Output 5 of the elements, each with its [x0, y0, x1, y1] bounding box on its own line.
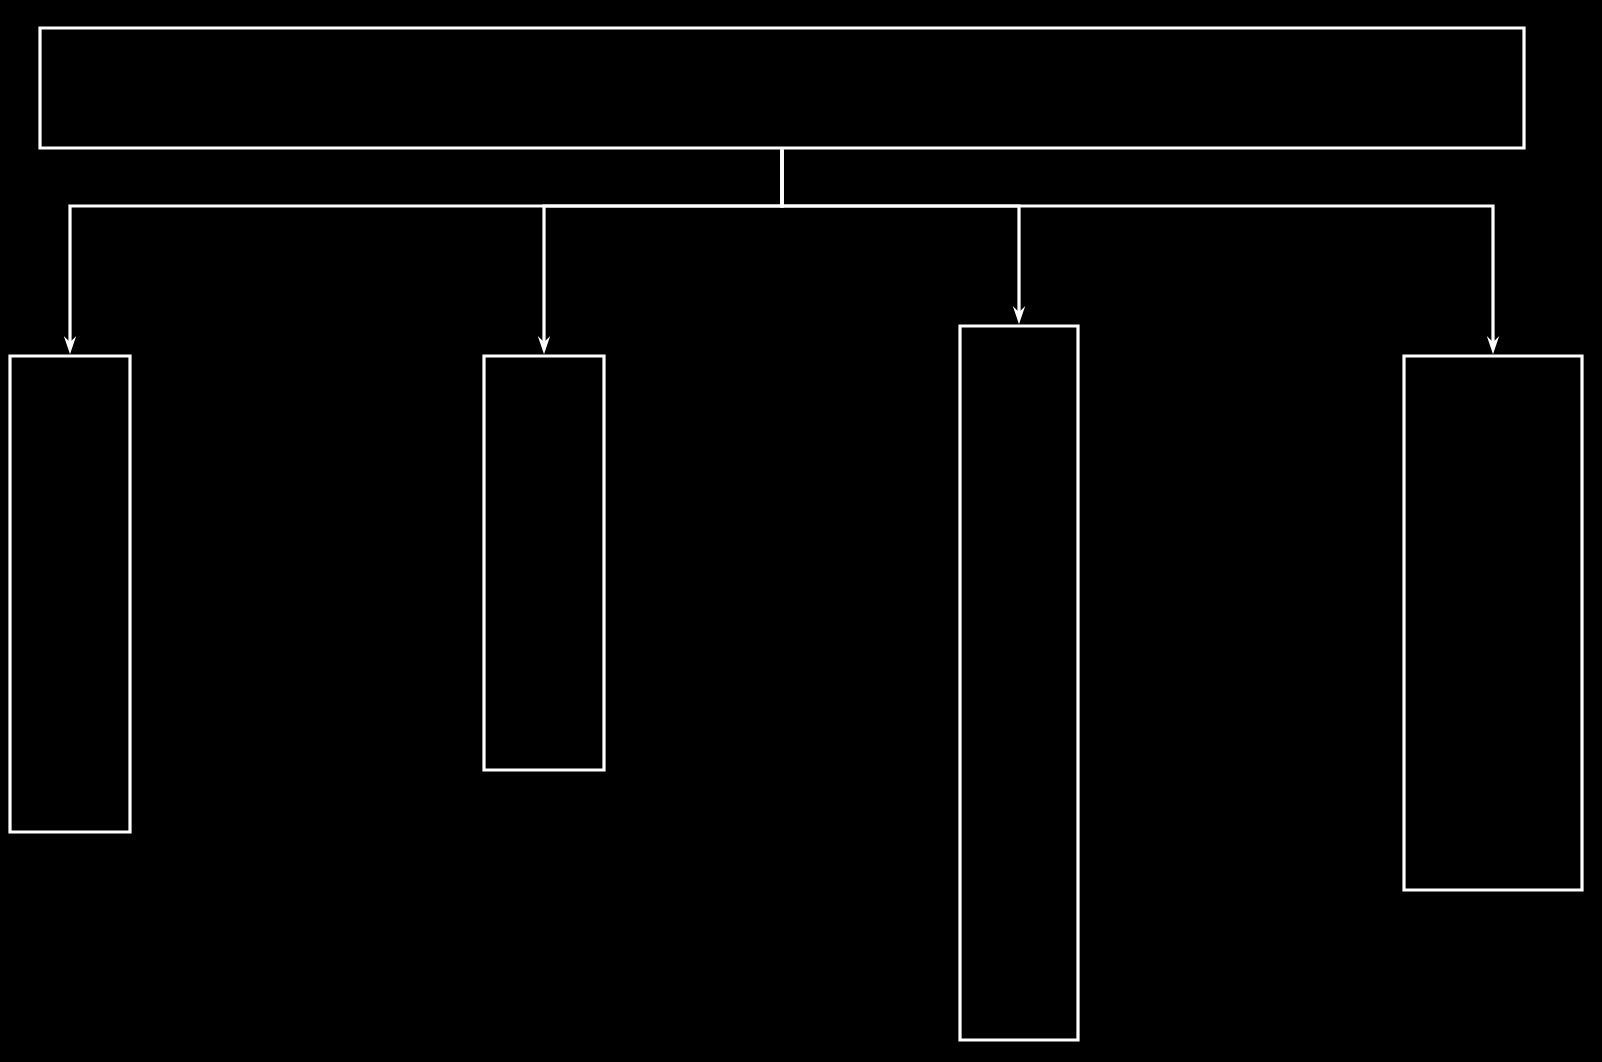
box	[482, 354, 606, 772]
box	[958, 324, 1080, 1042]
box	[1402, 354, 1584, 892]
box	[8, 354, 132, 834]
top-box	[38, 26, 1526, 150]
